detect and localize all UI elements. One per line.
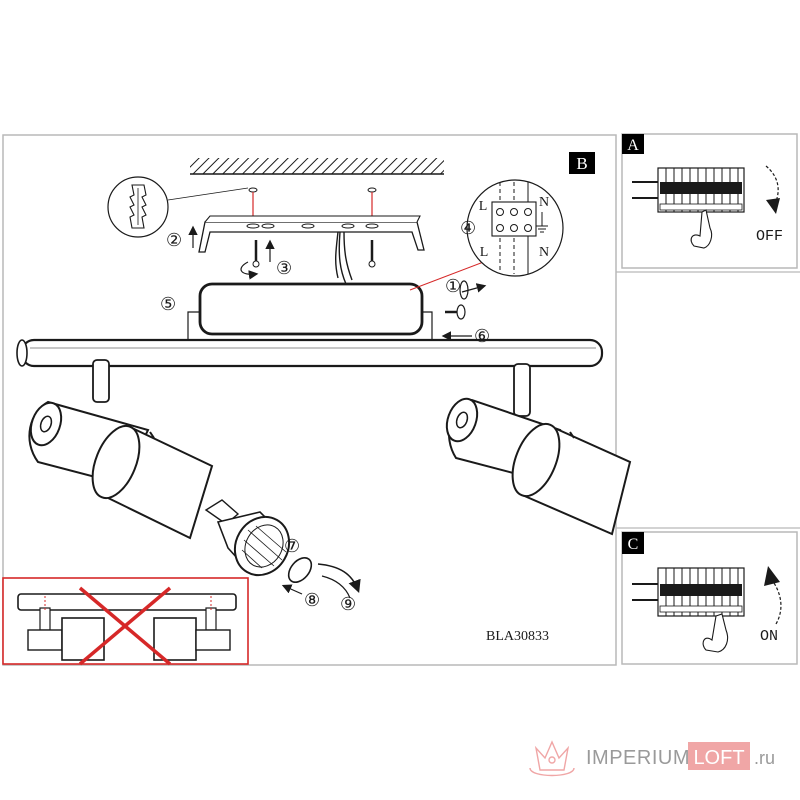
side-screw — [445, 304, 466, 320]
switch-arrow-c — [771, 579, 782, 625]
step-4: ④ — [460, 218, 476, 238]
wiring-detail: L N L N — [466, 179, 564, 277]
step-2: ② — [166, 230, 182, 250]
panel-a-letter: A — [627, 137, 639, 154]
step-8: ⑧ — [304, 590, 320, 610]
arrow-step-9 — [317, 563, 361, 593]
panel-c: C ON — [621, 531, 798, 665]
panel-b-letter: B — [576, 154, 587, 173]
wrong-installation-inset — [2, 577, 249, 666]
watermark-brand-box-text: LOFT — [693, 747, 744, 769]
wiring-label-l-top: L — [479, 199, 488, 214]
wiring-label-n-bottom: N — [539, 245, 549, 260]
panel-a: A OFF — [621, 133, 798, 269]
panel-b-letter-box — [569, 152, 595, 174]
canopy-tray — [187, 282, 433, 353]
wiring-label-l-bottom: L — [480, 245, 489, 260]
retaining-ring — [287, 557, 313, 583]
hand-icon-c — [702, 613, 729, 653]
step-9: ⑨ — [340, 594, 356, 614]
wall-plug-detail — [107, 176, 249, 238]
watermark-brand: IMPERIUM — [586, 747, 690, 769]
step-6: ⑥ — [474, 326, 490, 346]
step-1: ① — [445, 276, 461, 296]
cross-mark-b — [78, 586, 172, 666]
watermark-brand-box — [688, 742, 750, 770]
wiring-label-n-top: N — [539, 195, 549, 210]
panel-a-letter-box — [622, 134, 644, 154]
screws-and-wires — [252, 231, 376, 285]
switch-arrow-a-head — [766, 198, 780, 214]
arrow-step-3-rotate — [240, 261, 259, 280]
breaker-panel-c — [632, 567, 745, 617]
end-cap — [459, 280, 469, 300]
ceiling-hatch — [190, 158, 444, 174]
panel-b: B — [2, 134, 632, 666]
hand-icon-a — [690, 209, 713, 249]
panel-c-letter: C — [628, 536, 639, 553]
gu10-bulb — [204, 499, 291, 577]
arrow-step-1 — [461, 283, 487, 293]
step-7: ⑦ — [284, 536, 300, 556]
watermark-tld: .ru — [754, 748, 775, 768]
crown-logo-icon — [529, 740, 575, 777]
switch-label-c: ON — [760, 628, 778, 645]
step-5: ⑤ — [160, 294, 176, 314]
panel-c-letter-box — [622, 532, 644, 554]
model-code: BLA30833 — [486, 629, 549, 644]
switch-label-a: OFF — [756, 228, 783, 245]
mounting-bracket — [198, 215, 425, 253]
spotlight-left — [28, 359, 214, 540]
switch-arrow-c-head — [764, 566, 780, 586]
spotlight-right — [445, 363, 632, 536]
arrow-step-8 — [281, 584, 303, 595]
breaker-panel-a — [632, 167, 745, 213]
step-3: ③ — [276, 258, 292, 278]
light-bar — [16, 338, 604, 368]
watermark: IMPERIUM LOFT .ru — [529, 740, 775, 777]
